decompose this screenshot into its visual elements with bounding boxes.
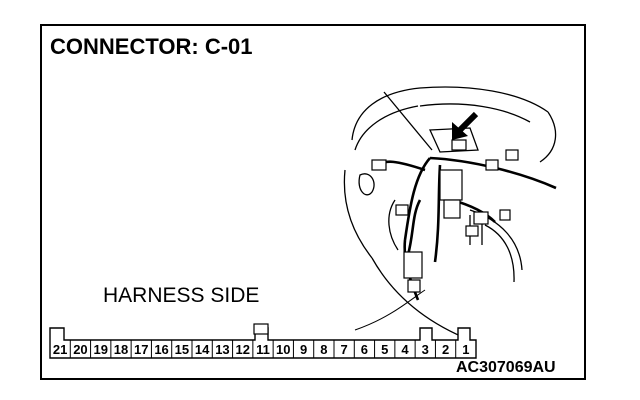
pin-label: 3: [422, 342, 429, 357]
harness-connectors: [371, 139, 519, 293]
pin-label: 21: [53, 342, 67, 357]
pin-label: 13: [215, 342, 229, 357]
pin-label: 9: [300, 342, 307, 357]
diagram-frame: [40, 24, 586, 380]
connector-lock-tab: [253, 323, 269, 335]
pin-label: 8: [320, 342, 327, 357]
pin-label: 2: [442, 342, 449, 357]
pin-label: 15: [175, 342, 189, 357]
pin-label: 7: [341, 342, 348, 357]
harness-side-label: HARNESS SIDE: [103, 284, 260, 307]
pin-label: 11: [256, 342, 270, 357]
pin-label: 20: [73, 342, 87, 357]
pin-label: 16: [154, 342, 168, 357]
pin-label: 5: [381, 342, 388, 357]
pin-label: 18: [114, 342, 128, 357]
pin-label: 4: [401, 342, 409, 357]
pin-label: 10: [276, 342, 290, 357]
pointer-arrow-icon: [452, 111, 479, 140]
connector-title: CONNECTOR: C-01: [50, 34, 253, 59]
pin-label: 14: [195, 342, 210, 357]
figure-id: AC307069AU: [456, 359, 556, 376]
connector-outline: [49, 327, 477, 359]
pin-label: 6: [361, 342, 368, 357]
pin-label: 19: [93, 342, 107, 357]
dashboard-outline: [343, 86, 557, 341]
pin-label: 12: [235, 342, 249, 357]
pin-label: 17: [134, 342, 148, 357]
pin-label: 1: [462, 342, 469, 357]
